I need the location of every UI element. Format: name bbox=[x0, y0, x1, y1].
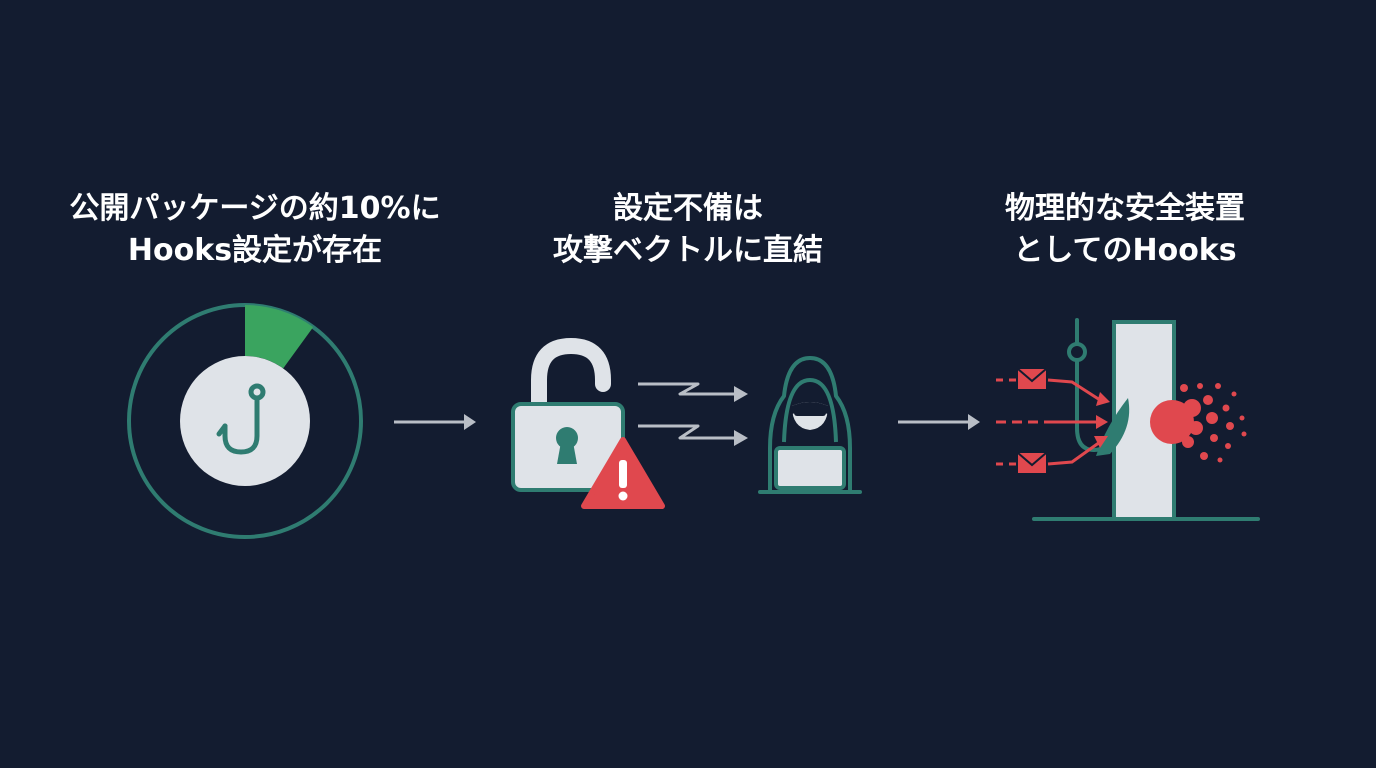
fish-hook-icon bbox=[216, 383, 266, 455]
hook-barrier-shield-icon bbox=[996, 318, 1260, 521]
email-envelope-icon bbox=[1017, 368, 1047, 473]
impact-splash-icon bbox=[1150, 383, 1247, 463]
flow-arrow-2-icon bbox=[898, 414, 980, 430]
step-1-title: 公開パッケージの約10%に Hooks設定が存在 bbox=[30, 188, 480, 272]
donut-highlight-segment bbox=[245, 305, 314, 369]
step-1-title-line-1: 公開パッケージの約10%に bbox=[69, 191, 441, 226]
donut-inner-disc bbox=[180, 356, 310, 486]
step-2-title-line-2: 攻撃ベクトルに直結 bbox=[553, 233, 823, 268]
hacker-icon bbox=[758, 356, 862, 494]
step-3-title-line-1: 物理的な安全装置 bbox=[1005, 191, 1245, 226]
step-3-title-line-2: としてのHooks bbox=[1013, 233, 1237, 268]
attack-arrows-icon bbox=[638, 382, 748, 446]
unlocked-padlock-icon bbox=[511, 337, 665, 509]
step-1-title-line-2: Hooks設定が存在 bbox=[127, 233, 383, 268]
warning-triangle-icon bbox=[581, 437, 665, 509]
step-3-title: 物理的な安全装置 としてのHooks bbox=[900, 188, 1350, 272]
flow-arrow-1-icon bbox=[394, 414, 476, 430]
hook-donut-icon bbox=[127, 303, 363, 539]
step-2-title-line-1: 設定不備は bbox=[613, 191, 763, 226]
step-2-title: 設定不備は 攻撃ベクトルに直結 bbox=[463, 188, 913, 272]
